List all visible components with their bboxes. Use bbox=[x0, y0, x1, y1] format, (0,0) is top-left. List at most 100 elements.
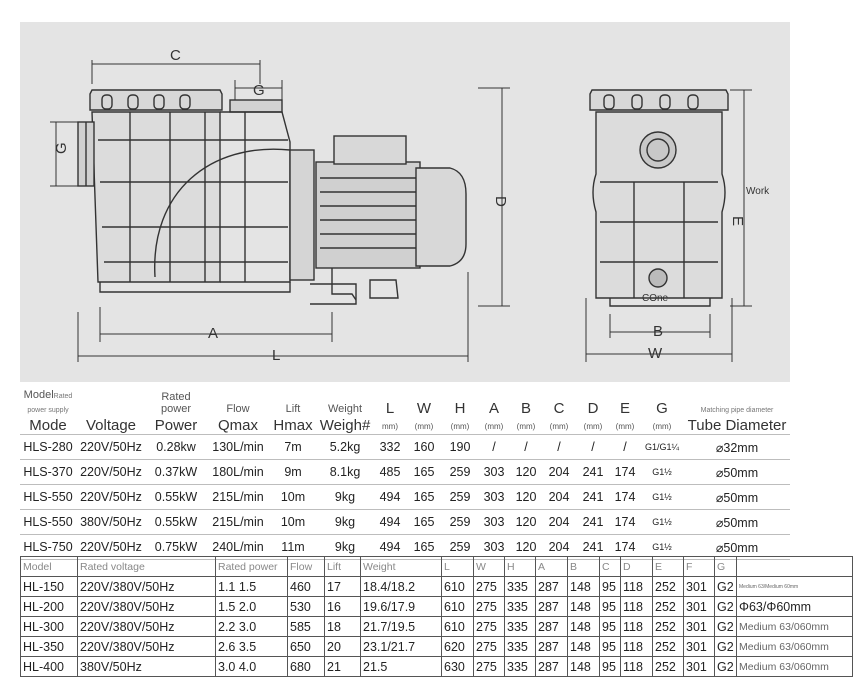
table-cell: 118 bbox=[620, 636, 653, 657]
table-cell: 650 bbox=[287, 636, 325, 657]
table-cell: / bbox=[576, 434, 610, 460]
dim-label-d: D bbox=[492, 196, 509, 207]
table-cell: 335 bbox=[504, 576, 536, 597]
table-cell: 148 bbox=[567, 616, 600, 637]
table-cell: 23.1/21.7 bbox=[360, 636, 442, 657]
spec1-header-big: (mm) bbox=[652, 422, 672, 431]
table-cell: G1½ bbox=[640, 459, 684, 485]
table-cell: 287 bbox=[535, 596, 568, 617]
spec1-header-cell: E(mm) bbox=[610, 388, 640, 435]
table-cell: 275 bbox=[473, 656, 505, 677]
table-cell: 494 bbox=[374, 534, 406, 560]
note-work: Work bbox=[746, 186, 770, 197]
table-cell: 2.2 3.0 bbox=[215, 616, 288, 637]
table-cell: 118 bbox=[620, 596, 653, 617]
spec2-header-cell: H bbox=[504, 556, 536, 577]
spec1-header-top: Flow bbox=[206, 403, 270, 417]
table-cell: 9kg bbox=[316, 509, 374, 535]
spec1-header-big: Tube Diameter bbox=[687, 417, 787, 434]
table-cell: 220V/50Hz bbox=[76, 484, 146, 510]
table-cell: 220V/50Hz bbox=[76, 534, 146, 560]
table-cell: 610 bbox=[441, 576, 474, 597]
dim-label-w: W bbox=[648, 345, 663, 362]
table-cell: 21.5 bbox=[360, 656, 442, 677]
dim-label-l: L bbox=[272, 347, 280, 364]
table-cell: Φ63/Φ60mm bbox=[736, 596, 853, 617]
spec1-header-top: A bbox=[478, 400, 510, 420]
spec1-header-big: (mm) bbox=[549, 422, 569, 431]
table-cell: 1.1 1.5 bbox=[215, 576, 288, 597]
spec1-header-big: (mm) bbox=[450, 422, 470, 431]
table-cell: 0.55kW bbox=[146, 484, 206, 510]
table-cell: 259 bbox=[442, 509, 478, 535]
table-cell: 680 bbox=[287, 656, 325, 677]
table-cell: 275 bbox=[473, 596, 505, 617]
table-cell: HLS-750 bbox=[20, 534, 76, 560]
table-cell: / bbox=[478, 434, 510, 460]
spec1-header-top: E bbox=[610, 400, 640, 420]
table-cell: 5.2kg bbox=[316, 434, 374, 460]
spec1-header-big: Hmax bbox=[273, 417, 313, 434]
table-cell: 240L/min bbox=[206, 534, 270, 560]
table-cell: 190 bbox=[442, 434, 478, 460]
spec1-header-top: H bbox=[442, 400, 478, 420]
table-cell: 130L/min bbox=[206, 434, 270, 460]
table-cell: 165 bbox=[406, 534, 442, 560]
table-cell: 335 bbox=[504, 636, 536, 657]
spec2-header-cell: E bbox=[652, 556, 684, 577]
table-cell: 10m bbox=[270, 484, 316, 510]
spec1-header-small: A bbox=[488, 400, 499, 417]
pump-drawing-svg: C G G A L D B W E Work COne bbox=[50, 47, 770, 364]
dim-label-b: B bbox=[653, 323, 663, 340]
spec1-header-big: (mm) bbox=[583, 422, 603, 431]
table-cell: 241 bbox=[576, 534, 610, 560]
table-cell: 259 bbox=[442, 459, 478, 485]
spec1-header-big: (mm) bbox=[484, 422, 504, 431]
spec1-header-small: D bbox=[587, 400, 599, 417]
spec2-header-cell: Weight bbox=[360, 556, 442, 577]
table-cell: 220V/380V/50Hz bbox=[77, 596, 216, 617]
table-cell: 241 bbox=[576, 484, 610, 510]
table-cell: 332 bbox=[374, 434, 406, 460]
spec1-header-tiny: Rated power supply bbox=[27, 393, 73, 414]
spec2-header-cell: Flow bbox=[287, 556, 325, 577]
table-cell: 3.0 4.0 bbox=[215, 656, 288, 677]
table-cell: 303 bbox=[478, 509, 510, 535]
spec1-header-small: G bbox=[656, 400, 668, 417]
dim-label-c: C bbox=[170, 47, 181, 64]
table-cell: 301 bbox=[683, 616, 715, 637]
table-cell: 9m bbox=[270, 459, 316, 485]
spec1-header-small: Model bbox=[23, 389, 54, 401]
table-cell: 275 bbox=[473, 616, 505, 637]
table-cell: 287 bbox=[535, 636, 568, 657]
table-cell: 2.6 3.5 bbox=[215, 636, 288, 657]
table-cell: 630 bbox=[441, 656, 474, 677]
table-cell: HLS-370 bbox=[20, 459, 76, 485]
spec2-header-cell: C bbox=[599, 556, 621, 577]
table-cell: G2 bbox=[714, 596, 737, 617]
table-cell: 204 bbox=[542, 484, 576, 510]
spec2-header-cell: L bbox=[441, 556, 474, 577]
spec1-header-small: H bbox=[454, 400, 466, 417]
table-cell: 301 bbox=[683, 576, 715, 597]
table-cell: ⌀50mm bbox=[684, 459, 790, 485]
table-cell: 494 bbox=[374, 484, 406, 510]
spec1-header-top: W bbox=[406, 400, 442, 420]
spec2-header-cell: Rated voltage bbox=[77, 556, 216, 577]
table-cell: ⌀50mm bbox=[684, 509, 790, 535]
dim-label-e: E bbox=[729, 216, 746, 226]
spec1-header-big: Weigh# bbox=[319, 417, 371, 434]
table-cell: 301 bbox=[683, 656, 715, 677]
table-cell: G2 bbox=[714, 616, 737, 637]
table-cell: 335 bbox=[504, 656, 536, 677]
